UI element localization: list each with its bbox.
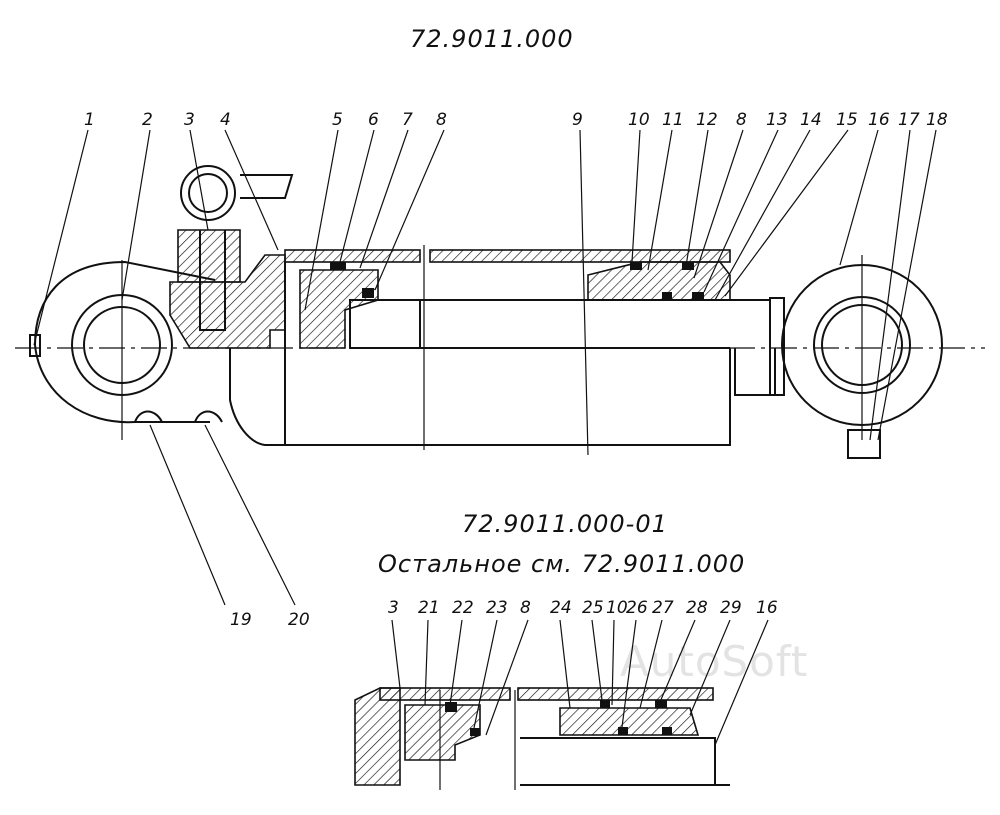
detail-callout-8: 8 <box>520 598 531 618</box>
detail-piston <box>404 704 481 761</box>
gland-seal-a <box>630 262 642 270</box>
detail-gland-seal-b <box>618 727 628 735</box>
callout-18: 18 <box>926 110 948 130</box>
port-tube <box>240 174 294 199</box>
port-fitting-inner <box>188 173 228 213</box>
piston-seal <box>330 262 346 270</box>
detail-callout-26: 26 <box>626 598 648 618</box>
barrel-wall-right <box>429 249 731 263</box>
detail-callout-24: 24 <box>550 598 572 618</box>
detail-gland <box>559 707 700 736</box>
variant-note: Остальное см. 72.9011.000 <box>378 550 745 578</box>
detail-callout-23: 23 <box>486 598 508 618</box>
rear-eye-outline <box>33 260 216 424</box>
rear-head-section <box>169 254 286 349</box>
title-main: 72.9011.000 <box>410 25 574 53</box>
rod-end-neck <box>734 348 776 396</box>
callout-17: 17 <box>898 110 920 130</box>
port-body <box>177 229 241 283</box>
rear-welds <box>134 410 223 423</box>
title-variant: 72.9011.000-01 <box>462 510 668 538</box>
callout-11: 11 <box>662 110 684 130</box>
callout-16: 16 <box>868 110 890 130</box>
top-callouts: 1 2 3 4 5 6 7 8 9 10 11 12 8 13 14 15 16… <box>84 110 948 130</box>
detail-callout-3: 3 <box>388 598 399 618</box>
callout-13: 13 <box>766 110 788 130</box>
callout-2: 2 <box>142 110 153 130</box>
piston-rod <box>420 299 771 349</box>
piston-section <box>299 269 379 349</box>
barrel-lower <box>229 348 731 446</box>
detail-gland-seal-a <box>600 700 610 708</box>
detail-gland-seal-d <box>662 727 672 735</box>
callout-5: 5 <box>332 110 343 130</box>
detail-piston-seal <box>445 702 457 712</box>
piston-oring <box>362 288 374 298</box>
callout-4: 4 <box>220 110 231 130</box>
detail-callout-25: 25 <box>582 598 604 618</box>
detail-callout-22: 22 <box>452 598 474 618</box>
callout-8: 8 <box>436 110 447 130</box>
detail-callout-21: 21 <box>418 598 440 618</box>
callout-8b: 8 <box>736 110 747 130</box>
gland-wiper <box>692 292 704 300</box>
callout-7: 7 <box>402 110 413 130</box>
detail-rear-head <box>354 687 401 786</box>
barrel-wall-left <box>284 249 421 263</box>
callout-15: 15 <box>836 110 858 130</box>
detail-view <box>354 619 769 790</box>
detail-barrel-wall-right <box>517 687 714 701</box>
gland-seal-b <box>682 262 694 270</box>
top-leader-lines <box>33 129 937 456</box>
callout-19: 19 <box>230 610 252 630</box>
callout-14: 14 <box>800 110 822 130</box>
watermark: AutoSoft <box>620 637 808 686</box>
detail-rod <box>520 737 730 786</box>
callout-1: 1 <box>84 110 95 130</box>
bottom-leader-lines <box>149 424 296 606</box>
detail-callout-28: 28 <box>686 598 708 618</box>
cylinder-assembly <box>15 129 985 606</box>
piston-shoulder <box>349 299 421 349</box>
detail-callouts: 3 21 22 23 8 24 25 10 26 27 28 29 16 <box>388 598 778 618</box>
port-fitting-outer <box>180 165 236 221</box>
callout-9: 9 <box>572 110 583 130</box>
detail-callout-29: 29 <box>720 598 742 618</box>
detail-callout-10: 10 <box>606 598 628 618</box>
rod-eye-collar <box>769 297 785 396</box>
callout-20: 20 <box>288 610 310 630</box>
callout-6: 6 <box>368 110 379 130</box>
detail-gland-seal-c <box>655 700 667 708</box>
detail-barrel-wall-left <box>379 687 511 701</box>
gland-seal-c <box>662 292 672 300</box>
callout-3: 3 <box>184 110 195 130</box>
bottom-callouts: 19 20 <box>230 610 310 630</box>
detail-leader-lines <box>391 619 769 746</box>
callout-12: 12 <box>696 110 718 130</box>
detail-callout-27: 27 <box>652 598 674 618</box>
detail-piston-oring <box>470 728 480 736</box>
detail-callout-16: 16 <box>756 598 778 618</box>
callout-10: 10 <box>628 110 650 130</box>
grease-nipple-front <box>847 429 881 459</box>
